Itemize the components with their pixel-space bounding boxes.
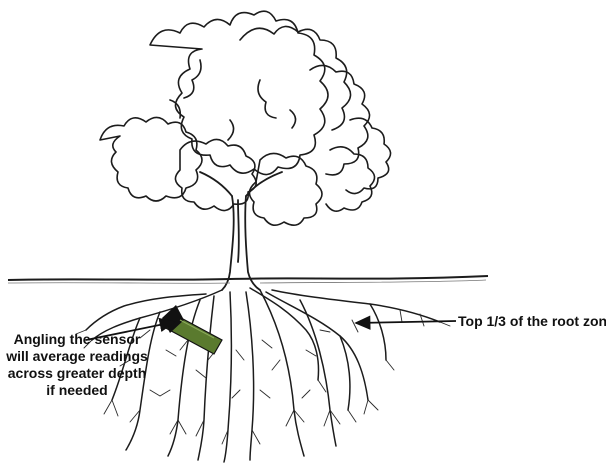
ground-line <box>8 276 488 280</box>
soil-sensor <box>162 305 222 354</box>
tree-trunk <box>200 172 282 290</box>
tree-canopy <box>100 11 391 225</box>
sensor-angle-label: Angling the sensor will average readings… <box>4 331 150 399</box>
root-zone-label: Top 1/3 of the root zone <box>458 313 606 330</box>
